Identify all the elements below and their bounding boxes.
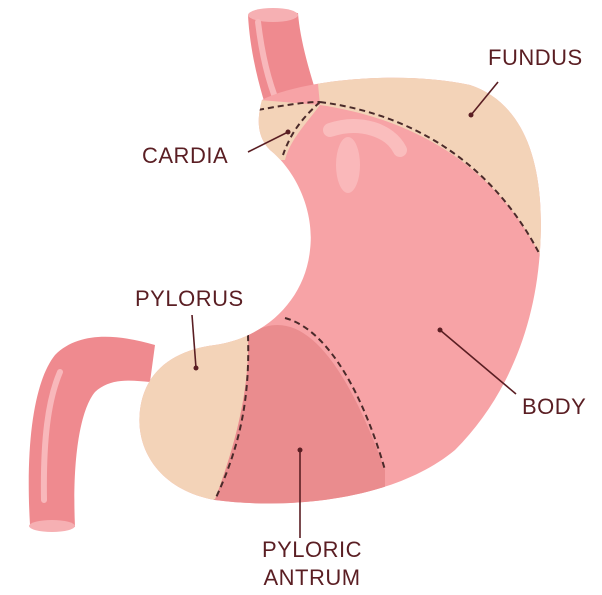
pyloric-antrum-label-line2: ANTRUM — [222, 564, 402, 592]
fundus-label: FUNDUS — [488, 44, 583, 72]
body-label: BODY — [522, 393, 586, 421]
pyloric-antrum-label: PYLORIC ANTRUM — [222, 536, 402, 592]
cardia-label: CARDIA — [142, 142, 228, 170]
duodenum — [29, 337, 155, 532]
pyloric-antrum-label-line1: PYLORIC — [222, 536, 402, 564]
pylorus-label: PYLORUS — [135, 285, 244, 313]
